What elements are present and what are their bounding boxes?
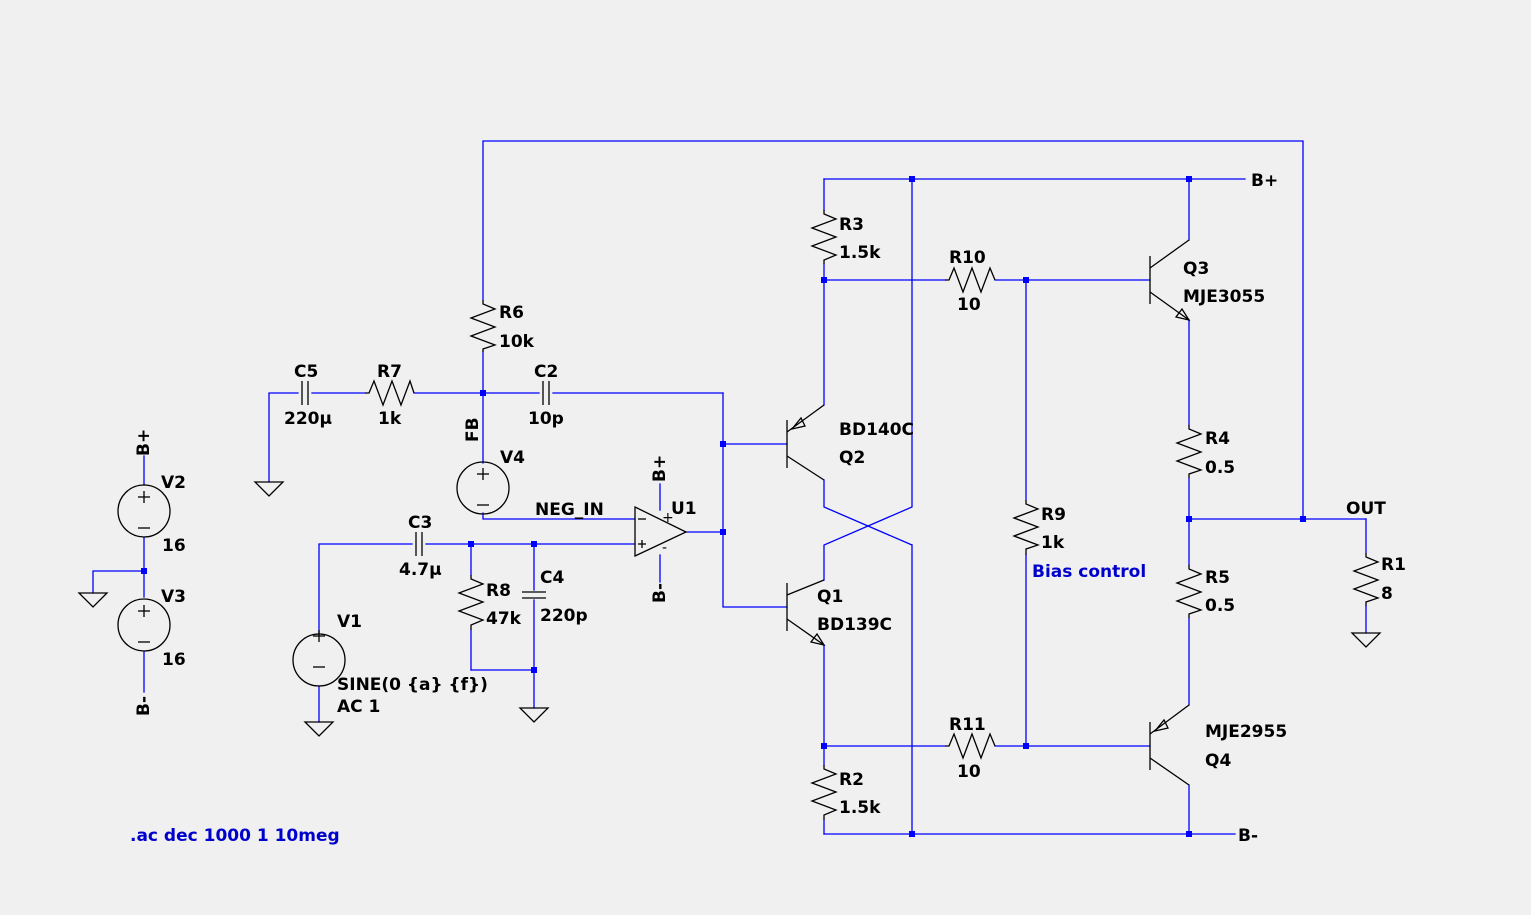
- source-v3: [117, 598, 171, 652]
- net-label-fb: FB: [463, 417, 483, 442]
- resistor-r9: [1012, 500, 1040, 555]
- svg-text:+: +: [662, 510, 674, 526]
- ground-icon: [77, 592, 109, 608]
- label-c3-value: 4.7µ: [399, 560, 442, 580]
- ground-icon: [303, 721, 335, 737]
- net-label-out: OUT: [1346, 499, 1386, 519]
- ground-icon: [1350, 632, 1382, 648]
- capacitors: [301, 381, 550, 599]
- svg-text:-: -: [662, 540, 667, 556]
- labels: R3 1.5k R10 10 R6 10k R7 1k R4 0.5 R5 0.…: [130, 171, 1406, 846]
- label-q1-model: BD139C: [817, 615, 892, 635]
- net-label-bplus-rail: B+: [1251, 171, 1278, 191]
- resistor-r6: [469, 300, 497, 352]
- opamp-u1: + -: [634, 505, 688, 558]
- net-label-bplus-u1: B+: [650, 455, 670, 482]
- resistor-r10: [945, 266, 996, 294]
- label-r7-name: R7: [377, 362, 402, 382]
- net-label-neg-in: NEG_IN: [535, 500, 604, 520]
- label-v3-value: 16: [162, 650, 186, 670]
- label-v1-name: V1: [337, 612, 362, 632]
- label-r1-value: 8: [1381, 584, 1393, 604]
- source-v1: [292, 630, 346, 687]
- label-r9-name: R9: [1041, 505, 1066, 525]
- label-r11-name: R11: [949, 715, 986, 735]
- capacitor-c2: [542, 381, 550, 405]
- net-label-bminus-rail: B-: [1238, 826, 1258, 846]
- resistor-r3: [810, 210, 838, 264]
- label-r4-value: 0.5: [1205, 458, 1235, 478]
- resistor-r8: [457, 575, 485, 630]
- resistor-r5: [1175, 565, 1203, 618]
- label-r4-name: R4: [1205, 429, 1230, 449]
- capacitor-c3: [415, 532, 423, 556]
- capacitor-c5: [301, 381, 309, 405]
- label-r8-value: 47k: [486, 609, 522, 629]
- resistor-r7: [365, 379, 415, 407]
- label-v4-name: V4: [500, 448, 525, 468]
- net-label-bminus-v3: B-: [134, 696, 154, 716]
- label-r5-name: R5: [1205, 568, 1230, 588]
- resistor-r4: [1175, 425, 1203, 478]
- label-u1-name: U1: [671, 499, 697, 519]
- net-label-bplus-v2: B+: [134, 429, 154, 456]
- source-v4: [456, 461, 510, 515]
- resistor-r1: [1352, 553, 1380, 606]
- label-c3-name: C3: [408, 513, 432, 533]
- wires: [92, 140, 1367, 835]
- label-c4-name: C4: [540, 568, 564, 588]
- label-r11-value: 10: [957, 762, 981, 782]
- label-r10-value: 10: [957, 295, 981, 315]
- label-r6-name: R6: [499, 303, 524, 323]
- label-r8-name: R8: [486, 581, 511, 601]
- label-r10-name: R10: [949, 248, 986, 268]
- label-r6-value: 10k: [499, 332, 535, 352]
- transistor-q4: [1149, 704, 1190, 786]
- label-r9-comment: Bias control: [1032, 562, 1146, 582]
- voltage-sources: [117, 461, 510, 687]
- net-label-bminus-u1: B-: [650, 583, 670, 603]
- transistors: [786, 239, 1191, 786]
- label-v3-name: V3: [161, 587, 186, 607]
- ground-icon: [253, 481, 285, 497]
- label-r5-value: 0.5: [1205, 596, 1235, 616]
- resistor-r11: [945, 732, 996, 760]
- label-q4-name: Q4: [1205, 751, 1231, 771]
- resistor-r2: [810, 765, 838, 820]
- label-q3-name: Q3: [1183, 259, 1209, 279]
- label-v1-value1: SINE(0 {a} {f}): [337, 675, 488, 695]
- resistors: [365, 210, 1380, 820]
- label-r2-name: R2: [839, 770, 864, 790]
- grounds: [77, 481, 1382, 737]
- label-c2-value: 10p: [528, 409, 564, 429]
- label-r7-value: 1k: [378, 409, 402, 429]
- label-r2-value: 1.5k: [839, 798, 881, 818]
- label-v2-name: V2: [161, 473, 186, 493]
- label-c5-name: C5: [294, 362, 318, 382]
- transistor-q1: [786, 579, 826, 646]
- spice-directive: .ac dec 1000 1 10meg: [130, 826, 340, 846]
- capacitor-c4: [522, 591, 546, 599]
- transistor-q2: [786, 404, 825, 481]
- label-c5-value: 220µ: [284, 409, 332, 429]
- label-r3-name: R3: [839, 215, 864, 235]
- label-q1-name: Q1: [817, 587, 843, 607]
- label-v1-value2: AC 1: [337, 697, 380, 717]
- transistor-q3: [1149, 239, 1191, 321]
- label-r3-value: 1.5k: [839, 243, 881, 263]
- label-c2-name: C2: [534, 362, 558, 382]
- label-q4-model: MJE2955: [1205, 722, 1287, 742]
- label-r9-value: 1k: [1041, 533, 1065, 553]
- label-q2-name: Q2: [839, 448, 865, 468]
- label-q3-model: MJE3055: [1183, 287, 1265, 307]
- label-r1-name: R1: [1381, 555, 1406, 575]
- ground-icon: [518, 707, 550, 723]
- label-v2-value: 16: [162, 536, 186, 556]
- source-v2: [117, 484, 171, 538]
- label-c4-value: 220p: [540, 606, 588, 626]
- label-q2-model: BD140C: [839, 420, 914, 440]
- junction-dots: [141, 176, 1306, 837]
